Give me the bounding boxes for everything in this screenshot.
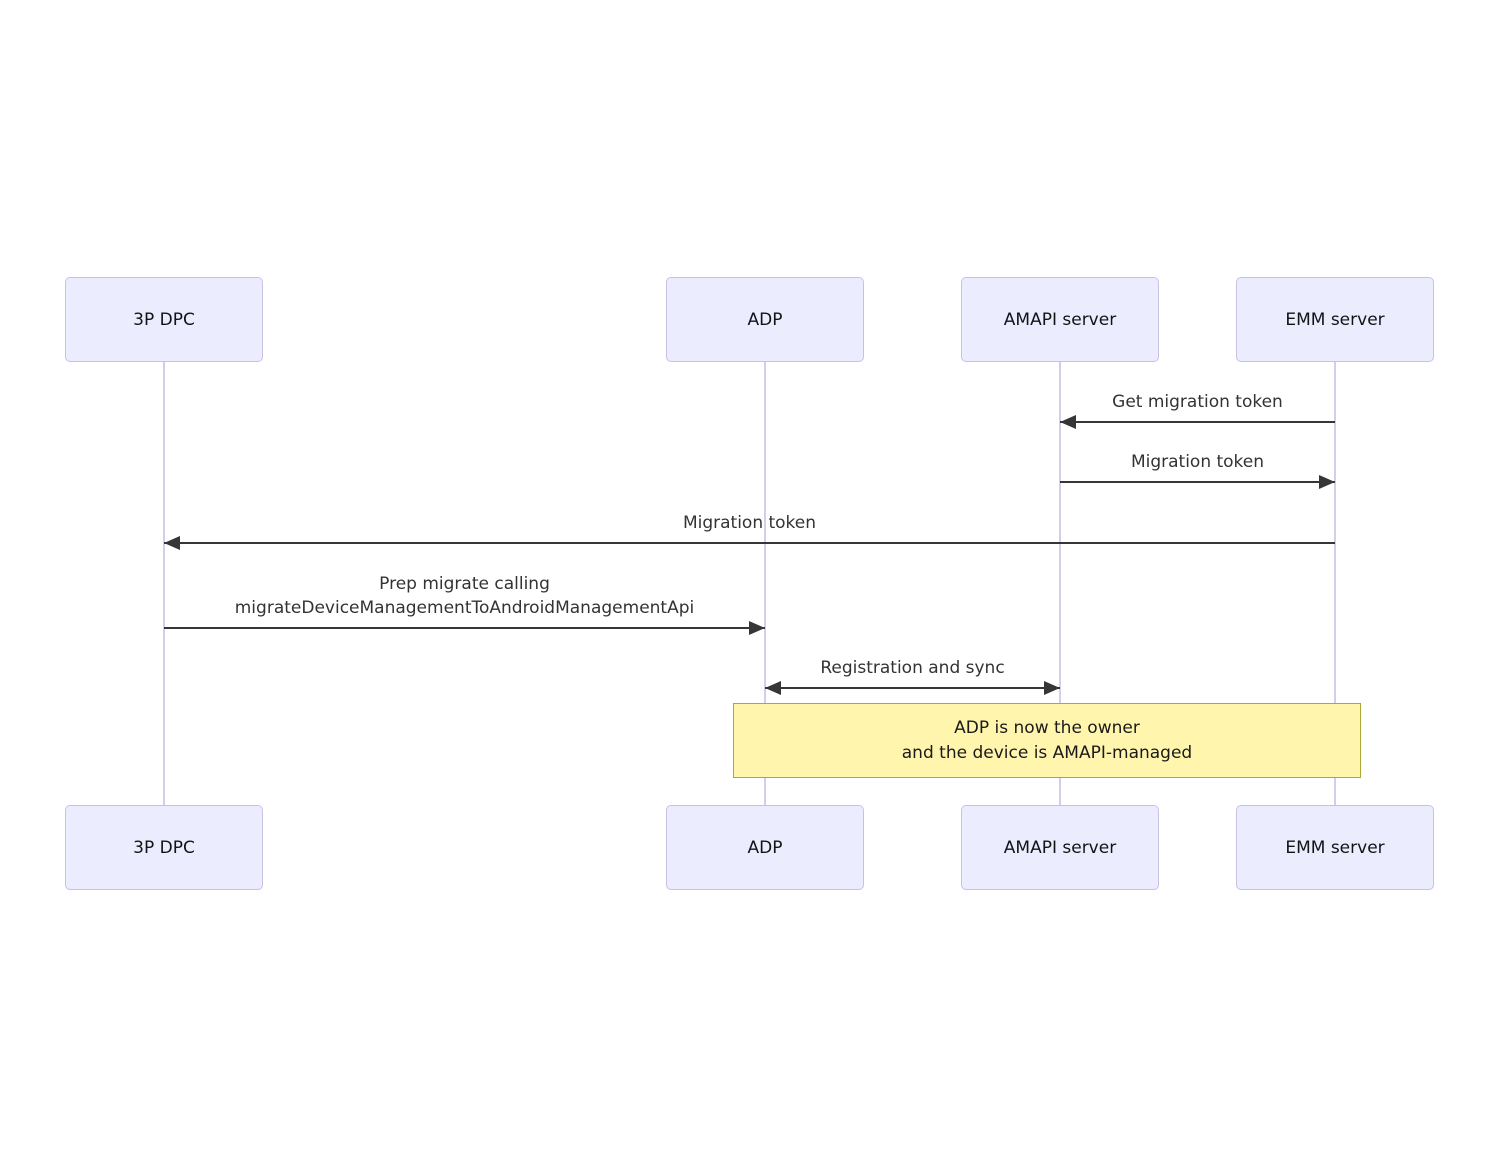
message-label-registration-and-sync: Registration and sync xyxy=(820,658,1005,678)
message-label-migration-token-to-dpc: Migration token xyxy=(682,513,817,533)
message-label-prep-migrate: Prep migrate calling migrateDeviceManage… xyxy=(234,574,695,618)
arrowhead-left-icon xyxy=(164,536,180,550)
lifeline-3p-dpc xyxy=(163,362,165,806)
actor-top-adp: ADP xyxy=(666,277,864,362)
arrowhead-left-icon xyxy=(765,681,781,695)
message-line xyxy=(1060,481,1335,483)
actor-label: 3P DPC xyxy=(133,309,195,330)
actor-label: AMAPI server xyxy=(1003,837,1117,858)
message-line xyxy=(164,627,765,629)
actor-top-3p-dpc: 3P DPC xyxy=(65,277,263,362)
actor-top-amapi-server: AMAPI server xyxy=(961,277,1159,362)
actor-label: EMM server xyxy=(1285,309,1385,330)
actor-bottom-emm-server: EMM server xyxy=(1236,805,1434,890)
lifeline-emm-server xyxy=(1334,362,1336,806)
actor-bottom-3p-dpc: 3P DPC xyxy=(65,805,263,890)
lifeline-adp xyxy=(764,362,766,806)
actor-bottom-adp: ADP xyxy=(666,805,864,890)
note-adp-owner: ADP is now the owner and the device is A… xyxy=(733,703,1361,778)
actor-label: EMM server xyxy=(1285,837,1385,858)
arrowhead-right-icon xyxy=(1044,681,1060,695)
message-line xyxy=(765,687,1060,689)
arrowhead-right-icon xyxy=(1319,475,1335,489)
actor-label: AMAPI server xyxy=(1003,309,1117,330)
arrowhead-left-icon xyxy=(1060,415,1076,429)
message-line xyxy=(1060,421,1335,423)
message-label-migration-token: Migration token xyxy=(1130,452,1265,472)
actor-label: 3P DPC xyxy=(133,837,195,858)
message-line xyxy=(164,542,1335,544)
arrowhead-right-icon xyxy=(749,621,765,635)
message-label-get-migration-token: Get migration token xyxy=(1112,392,1283,412)
actor-top-emm-server: EMM server xyxy=(1236,277,1434,362)
actor-label: ADP xyxy=(747,837,783,858)
actor-bottom-amapi-server: AMAPI server xyxy=(961,805,1159,890)
lifeline-amapi-server xyxy=(1059,362,1061,806)
actor-label: ADP xyxy=(747,309,783,330)
